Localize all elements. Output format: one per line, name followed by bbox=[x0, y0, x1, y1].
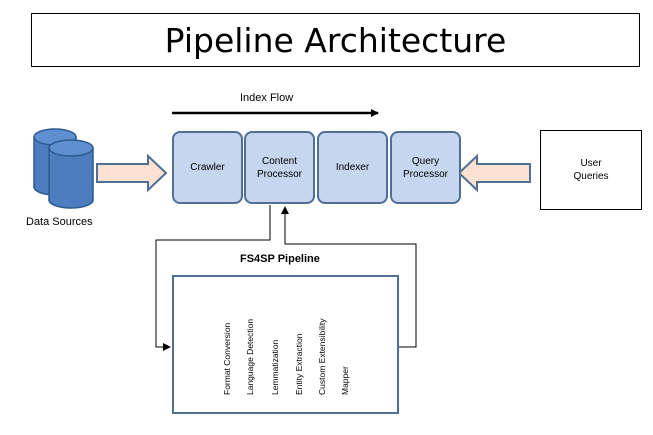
content-processor-box: Content Processor bbox=[244, 131, 315, 204]
crawler-label: Crawler bbox=[190, 162, 225, 173]
pipeline-title: FS4SP Pipeline bbox=[240, 253, 320, 265]
stage-label-format-conversion: Format Conversion bbox=[222, 322, 232, 395]
page-title: Pipeline Architecture bbox=[164, 20, 507, 60]
data-sources-label: Data Sources bbox=[26, 216, 93, 228]
user-queries-arrow bbox=[457, 153, 531, 193]
pipeline-box bbox=[172, 275, 399, 414]
title-box: Pipeline Architecture bbox=[31, 13, 640, 67]
stage-label-lemmatization: Lemmatization bbox=[270, 339, 280, 395]
from-pipeline-connector bbox=[281, 206, 417, 348]
stage-label-entity-extraction: Entity Extraction bbox=[294, 333, 304, 395]
user-queries-box: User Queries bbox=[540, 130, 642, 210]
indexer-label: Indexer bbox=[335, 162, 370, 173]
data-sources-arrow bbox=[96, 153, 168, 193]
stage-label-language-detection: Language Detection bbox=[245, 318, 255, 395]
query-processor-label: Query Processor bbox=[402, 155, 448, 180]
crawler-box: Crawler bbox=[172, 131, 243, 204]
content-processor-label: Content Processor bbox=[256, 155, 302, 180]
index-flow-label: Index Flow bbox=[240, 92, 294, 104]
stage-label-mapper: Mapper bbox=[340, 366, 350, 395]
query-processor-box: Query Processor bbox=[390, 131, 461, 204]
indexer-box: Indexer bbox=[317, 131, 388, 204]
database-icon bbox=[33, 128, 94, 209]
user-queries-label: User Queries bbox=[573, 158, 609, 182]
stage-label-custom-extensibility: Custom Extensibility bbox=[317, 318, 327, 395]
to-pipeline-connector bbox=[155, 205, 271, 351]
